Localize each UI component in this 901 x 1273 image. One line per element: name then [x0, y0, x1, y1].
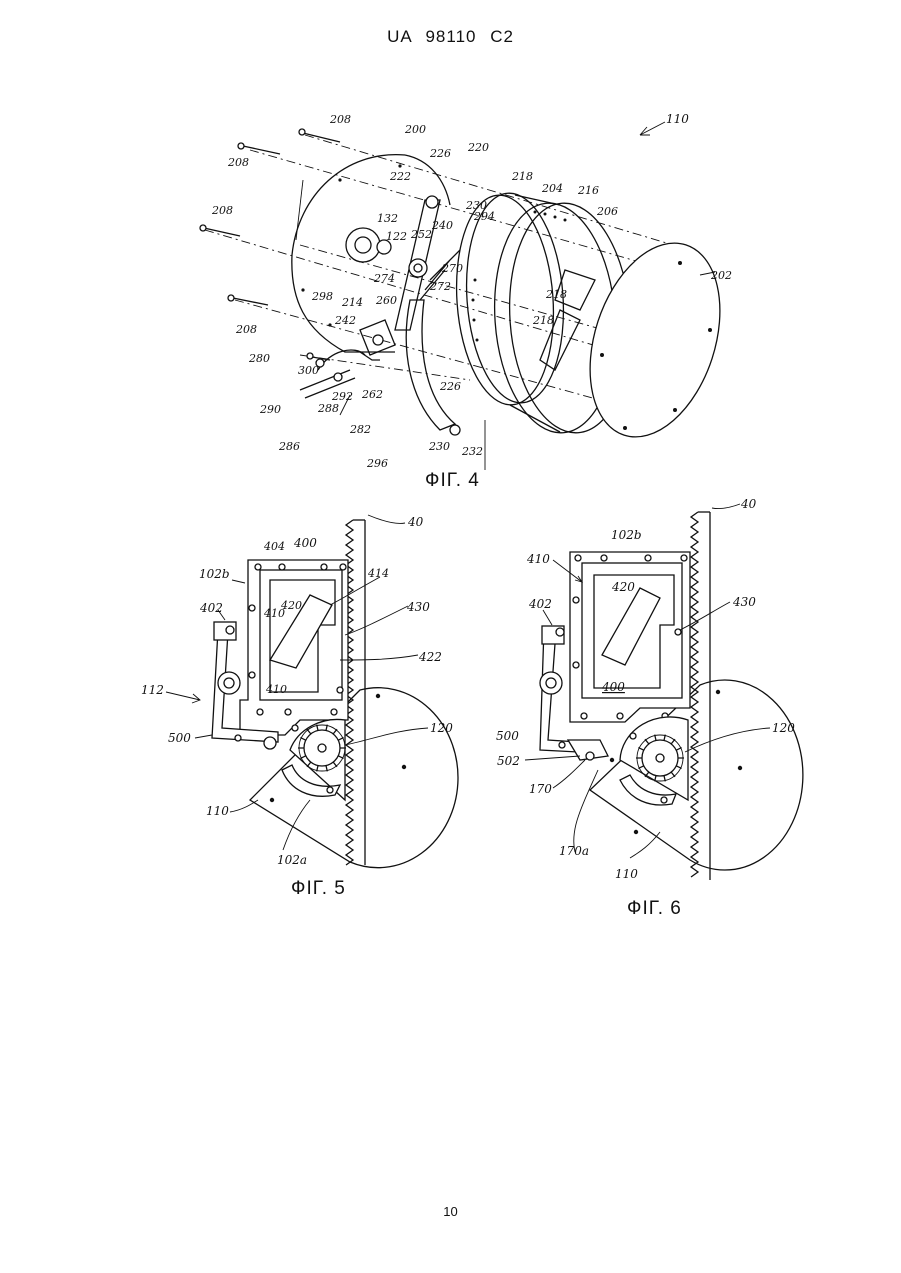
page-number: 10 [0, 1204, 901, 1219]
label-222: 222 [389, 170, 411, 183]
label-204: 204 [541, 182, 563, 195]
label-102b: 102b [199, 567, 230, 581]
label-420: 420 [611, 580, 635, 594]
label-226: 226 [429, 147, 451, 160]
label-272: 272 [429, 280, 451, 293]
label-500: 500 [168, 731, 191, 745]
label-430: 430 [406, 600, 430, 614]
label-102b: 102b [611, 528, 642, 542]
label-270: 270 [441, 262, 463, 275]
label-260: 260 [375, 294, 397, 307]
label-208: 208 [211, 204, 233, 217]
label-414: 414 [367, 567, 389, 580]
figure-6: 40 102b 410 402 420 430 400 500 502 120 … [496, 497, 803, 919]
label-240: 240 [431, 219, 453, 232]
label-410: 410 [526, 552, 550, 566]
label-132: 132 [377, 212, 398, 225]
end-plate-202 [567, 226, 743, 453]
label-502: 502 [497, 754, 520, 768]
label-400: 400 [601, 680, 625, 694]
label-420: 420 [280, 599, 302, 612]
label-112: 112 [141, 683, 164, 697]
label-170: 170 [529, 782, 552, 796]
label-282: 282 [349, 423, 371, 436]
label-500: 500 [496, 729, 519, 743]
label-218: 218 [532, 314, 554, 327]
label-274: 274 [373, 272, 395, 285]
label-288: 288 [317, 402, 339, 415]
label-120: 120 [430, 721, 453, 735]
label-208: 208 [235, 323, 257, 336]
label-410: 410 [265, 683, 287, 696]
label-218: 218 [545, 288, 567, 301]
label-208: 208 [329, 113, 351, 126]
figure-5: 40 400 404 102b 410 420 414 430 402 422 … [141, 515, 458, 899]
label-404: 404 [263, 540, 285, 553]
label-122: 122 [386, 230, 407, 243]
label-208: 208 [227, 156, 249, 169]
label-200: 200 [404, 123, 426, 136]
label-40: 40 [407, 515, 424, 529]
label-290: 290 [259, 403, 281, 416]
frame-102b [570, 552, 690, 722]
figure-4: 110 208 208 208 208 200 226 220 222 218 … [200, 112, 743, 491]
label-402: 402 [528, 597, 552, 611]
label-280: 280 [248, 352, 270, 365]
label-110: 110 [666, 112, 689, 126]
label-220: 220 [467, 141, 489, 154]
label-206: 206 [596, 205, 618, 218]
label-430: 430 [732, 595, 756, 609]
label-110: 110 [615, 867, 638, 881]
caption-fig-4: ФІГ. 4 [425, 470, 480, 491]
label-298: 298 [311, 290, 333, 303]
caption-fig-5: ФІГ. 5 [291, 878, 346, 899]
caption-fig-6: ФІГ. 6 [627, 898, 682, 919]
label-40: 40 [740, 497, 757, 511]
label-300: 300 [298, 364, 319, 377]
label-170a: 170a [559, 844, 589, 858]
label-296: 296 [366, 457, 388, 470]
label-286: 286 [278, 440, 300, 453]
label-218: 218 [511, 170, 533, 183]
label-242: 242 [334, 314, 356, 327]
frame-102b [240, 560, 348, 735]
label-214: 214 [341, 296, 363, 309]
label-262: 262 [361, 388, 383, 401]
label-422: 422 [418, 650, 442, 664]
label-202: 202 [710, 269, 732, 282]
label-226: 226 [439, 380, 461, 393]
label-216: 216 [577, 184, 599, 197]
label-402: 402 [199, 601, 223, 615]
label-102a: 102a [277, 853, 307, 867]
label-400: 400 [293, 536, 317, 550]
label-110: 110 [206, 804, 229, 818]
label-230: 230 [428, 440, 450, 453]
label-232: 232 [461, 445, 483, 458]
label-294: 294 [473, 210, 495, 223]
label-120: 120 [772, 721, 795, 735]
label-252: 252 [410, 228, 432, 241]
